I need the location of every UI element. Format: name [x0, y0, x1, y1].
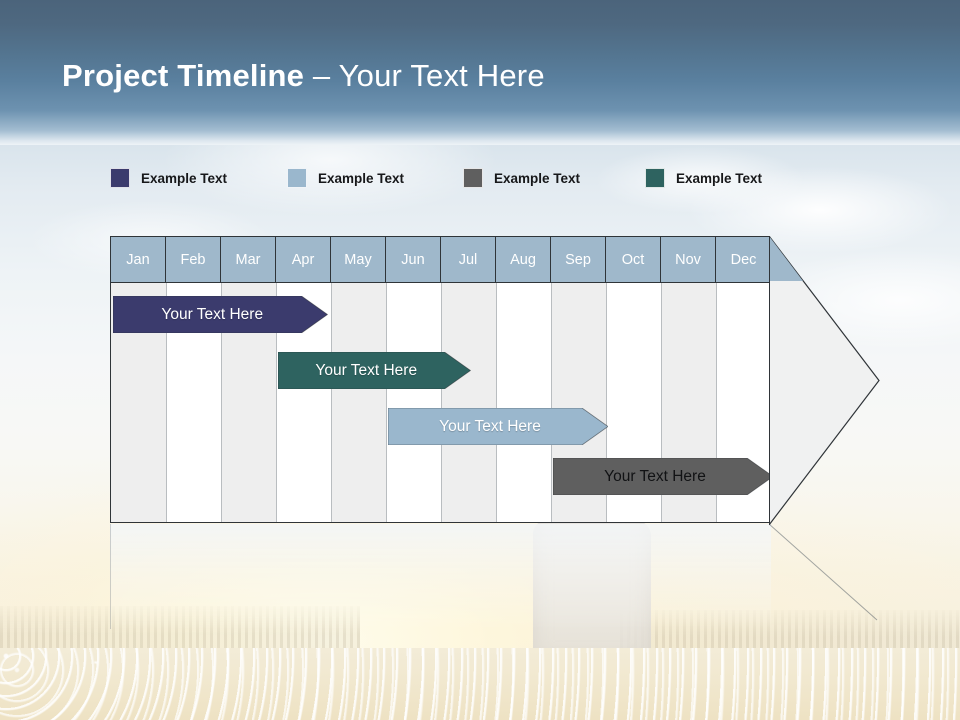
- task-bar-4[interactable]: Your Text Here: [553, 458, 769, 495]
- legend-swatch-navy: [110, 168, 130, 188]
- background-flower-field: [0, 648, 960, 720]
- legend: Example Text Example Text Example Text E…: [110, 168, 810, 196]
- legend-item-3[interactable]: Example Text: [463, 168, 580, 188]
- column-divider: [496, 237, 497, 522]
- legend-item-4[interactable]: Example Text: [645, 168, 762, 188]
- legend-swatch-light-blue: [287, 168, 307, 188]
- task-bar-label-3: Your Text Here: [439, 417, 541, 435]
- column-divider: [276, 237, 277, 522]
- task-bar-label-1: Your Text Here: [161, 305, 264, 323]
- task-bar-1[interactable]: Your Text Here: [113, 296, 328, 333]
- legend-item-2[interactable]: Example Text: [287, 168, 404, 188]
- chart-column-jan: [111, 237, 166, 522]
- legend-label-1: Example Text: [141, 170, 228, 186]
- column-divider: [606, 237, 607, 522]
- month-header-jul[interactable]: Jul: [441, 237, 496, 282]
- column-divider: [716, 237, 717, 522]
- column-divider: [661, 237, 662, 522]
- page-title-light: Your Text Here: [338, 58, 545, 93]
- task-bar-label-2: Your Text Here: [315, 361, 418, 379]
- legend-swatch-gray: [463, 168, 483, 188]
- legend-item-1[interactable]: Example Text: [110, 168, 227, 188]
- task-bar-label-4: Your Text Here: [604, 467, 706, 485]
- chart-reflection-arrow: [768, 523, 881, 624]
- month-header-apr[interactable]: Apr: [276, 237, 331, 282]
- title-band: [0, 0, 960, 145]
- page-title: Project Timeline – Your Text Here: [62, 58, 545, 94]
- timeline-arrow-head: [769, 236, 881, 525]
- month-header-oct[interactable]: Oct: [606, 237, 661, 282]
- column-divider: [551, 237, 552, 522]
- legend-swatch-teal: [645, 168, 665, 188]
- month-header-dec[interactable]: Dec: [716, 237, 769, 282]
- month-header-jan[interactable]: Jan: [111, 237, 166, 282]
- task-bar-3[interactable]: Your Text Here: [388, 408, 608, 445]
- month-header-feb[interactable]: Feb: [166, 237, 221, 282]
- page-title-strong: Project Timeline: [62, 58, 305, 93]
- legend-label-4: Example Text: [676, 170, 763, 186]
- legend-label-2: Example Text: [318, 170, 405, 186]
- chart-column-aug: [496, 237, 551, 522]
- header-underline: [111, 282, 769, 283]
- month-header-mar[interactable]: Mar: [221, 237, 276, 282]
- column-divider: [221, 237, 222, 522]
- month-header-nov[interactable]: Nov: [661, 237, 716, 282]
- month-header-aug[interactable]: Aug: [496, 237, 551, 282]
- chart-column-feb: [166, 237, 221, 522]
- chart-reflection: [110, 524, 771, 629]
- column-divider: [166, 237, 167, 522]
- month-header-jun[interactable]: Jun: [386, 237, 441, 282]
- page-title-separator: –: [304, 58, 339, 93]
- month-header-sep[interactable]: Sep: [551, 237, 606, 282]
- month-header-may[interactable]: May: [331, 237, 386, 282]
- task-bar-2[interactable]: Your Text Here: [278, 352, 471, 389]
- legend-label-3: Example Text: [494, 170, 581, 186]
- chart-column-mar: [221, 237, 276, 522]
